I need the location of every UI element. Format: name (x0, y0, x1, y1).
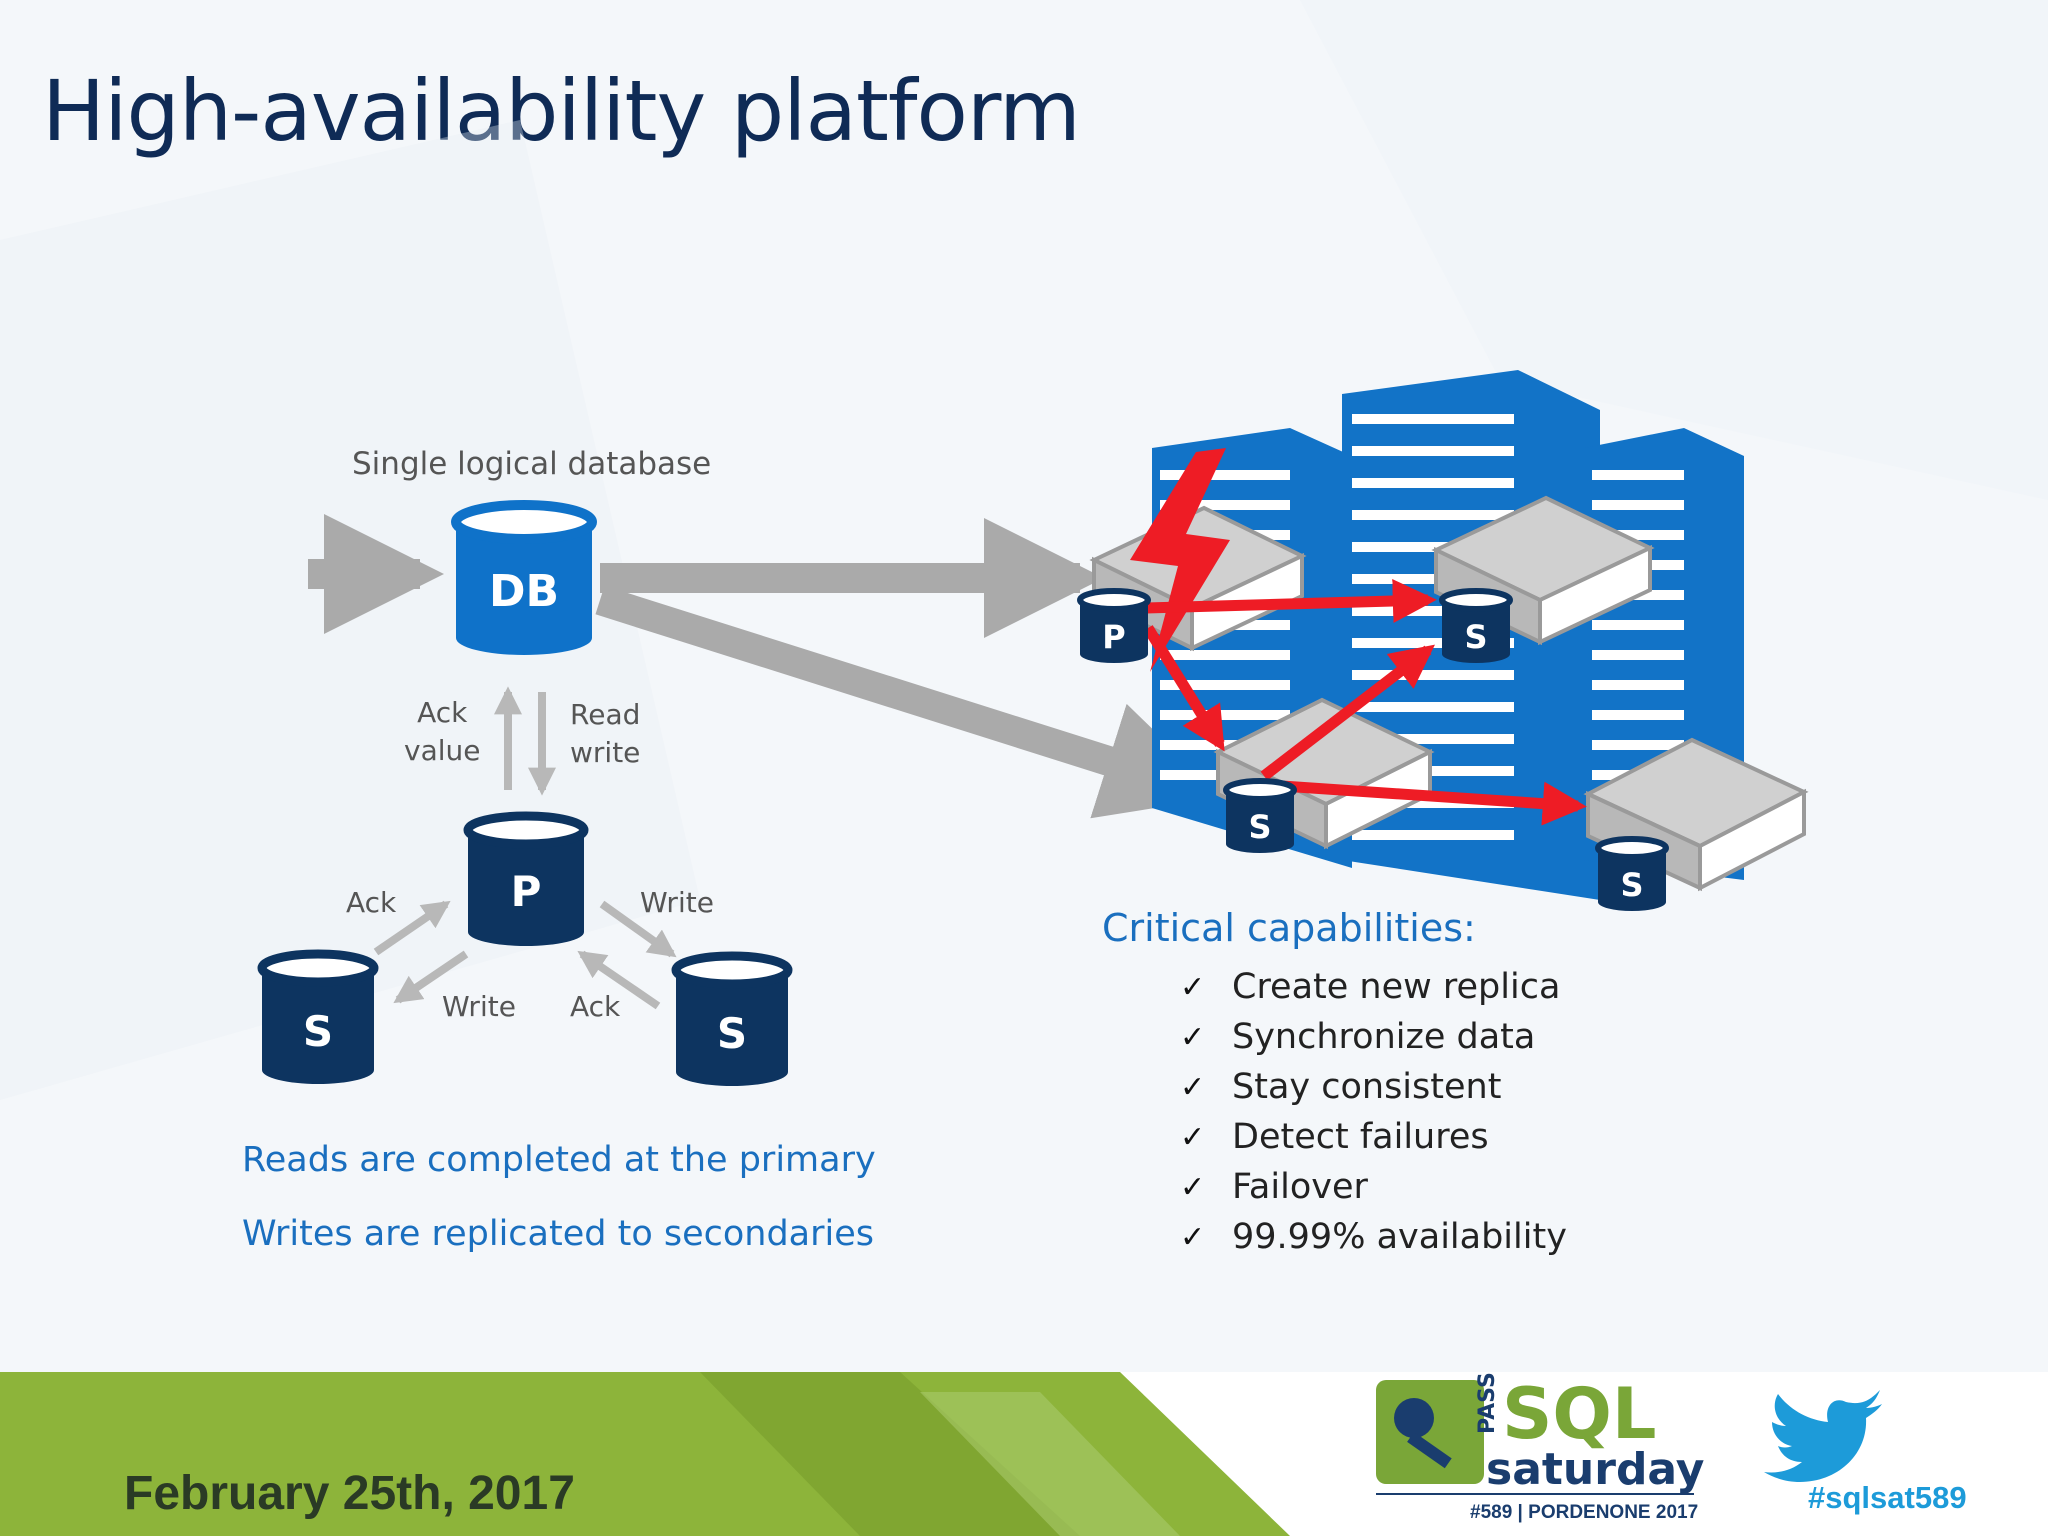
ack-value-line2: value (404, 734, 481, 767)
checkmark-icon: ✓ (1180, 1119, 1206, 1155)
secondary-label-left: S (303, 1007, 333, 1056)
secondary-cylinder-right: S (671, 951, 793, 1086)
ack-value-label: Ack value (404, 694, 480, 770)
failure-lightning-icon (1130, 448, 1230, 672)
checkmark-icon: ✓ (1180, 969, 1206, 1005)
single-db-caption: Single logical database (352, 446, 712, 482)
capability-item: ✓ Failover (1180, 1162, 1567, 1212)
twitter-bird-icon (1764, 1390, 1882, 1482)
db-cylinder: DB (451, 500, 597, 655)
checkmark-icon: ✓ (1180, 1219, 1206, 1255)
capabilities-list: ✓ Create new replica ✓ Synchronize data ✓ S… (1180, 962, 1567, 1262)
note-reads: Reads are completed at the primary (242, 1140, 876, 1180)
db-label: DB (489, 566, 559, 617)
sql-saturday-logo: PASS SQL saturday (1376, 1372, 1704, 1495)
slide-title: High-availability platform (42, 62, 1081, 160)
secondary-cylinder-left: S (257, 949, 379, 1084)
capability-text: Synchronize data (1232, 1017, 1536, 1057)
primary-cylinder: P (463, 811, 589, 946)
checkmark-icon: ✓ (1180, 1069, 1206, 1105)
db-to-secondary-arrow (595, 585, 1223, 819)
capabilities-title: Critical capabilities: (1102, 906, 1476, 950)
secondary-label-right: S (717, 1009, 747, 1058)
cluster-primary-cylinder: P (1077, 588, 1151, 663)
replicate-s-to-s-top (1260, 644, 1435, 781)
replicate-p-to-s-middle (1143, 625, 1225, 752)
logo-saturday: saturday (1486, 1444, 1704, 1495)
write-right-label: Write (640, 886, 714, 919)
read-write-line2: write (570, 736, 641, 769)
cluster-primary-label: P (1102, 618, 1125, 656)
checkmark-icon: ✓ (1180, 1169, 1206, 1205)
capability-item: ✓ Create new replica (1180, 962, 1567, 1012)
ack-left-label: Ack (346, 886, 397, 919)
replicate-s-to-s-bottom (1281, 780, 1587, 826)
left-diagram: DB P S S (257, 500, 1223, 1086)
event-date: February 25th, 2017 (124, 1467, 575, 1520)
capability-text: Failover (1232, 1167, 1368, 1207)
primary-label: P (511, 867, 542, 916)
write-left-arrow (393, 950, 469, 1004)
logo-sql: SQL (1502, 1373, 1657, 1455)
footer-band: PASS SQL saturday (0, 1372, 2048, 1536)
cluster-secondary-bottom-label: S (1620, 866, 1643, 904)
capability-item: ✓ Synchronize data (1180, 1012, 1567, 1062)
read-write-line1: Read (570, 698, 641, 731)
twitter-hashtag[interactable]: #sqlsat589 (1808, 1480, 1967, 1515)
cluster-secondary-top-label: S (1464, 618, 1487, 656)
read-write-label: Read write (570, 696, 640, 772)
checkmark-icon: ✓ (1180, 1019, 1206, 1055)
capability-item: ✓ Detect failures (1180, 1112, 1567, 1162)
ack-right-label: Ack (570, 990, 621, 1023)
capability-text: Stay consistent (1232, 1067, 1502, 1107)
replicate-p-to-s-top (1145, 579, 1437, 623)
cluster-secondary-middle-label: S (1248, 808, 1271, 846)
diagram-canvas: DB P S S (257, 370, 1809, 1086)
ack-right-arrow (577, 950, 661, 1010)
capability-item: ✓ 99.99% availability (1180, 1212, 1567, 1262)
cluster-secondary-top: S (1439, 588, 1513, 663)
logo-subtitle: #589 | PORDENONE 2017 (1470, 1502, 1699, 1523)
capability-text: 99.99% availability (1232, 1217, 1567, 1257)
note-writes: Writes are replicated to secondaries (242, 1214, 875, 1254)
capability-text: Create new replica (1232, 967, 1561, 1007)
cluster-secondary-bottom: S (1595, 836, 1669, 911)
capability-item: ✓ Stay consistent (1180, 1062, 1567, 1112)
write-right-arrow (599, 900, 677, 958)
datacenter-illustration: P S S S (1077, 370, 1809, 911)
ack-left-arrow (373, 900, 451, 956)
cluster-secondary-middle: S (1223, 778, 1297, 853)
capability-text: Detect failures (1232, 1117, 1489, 1157)
write-left-label: Write (442, 990, 516, 1023)
logo-pass: PASS (1475, 1372, 1500, 1434)
ack-value-line1: Ack (417, 696, 468, 729)
